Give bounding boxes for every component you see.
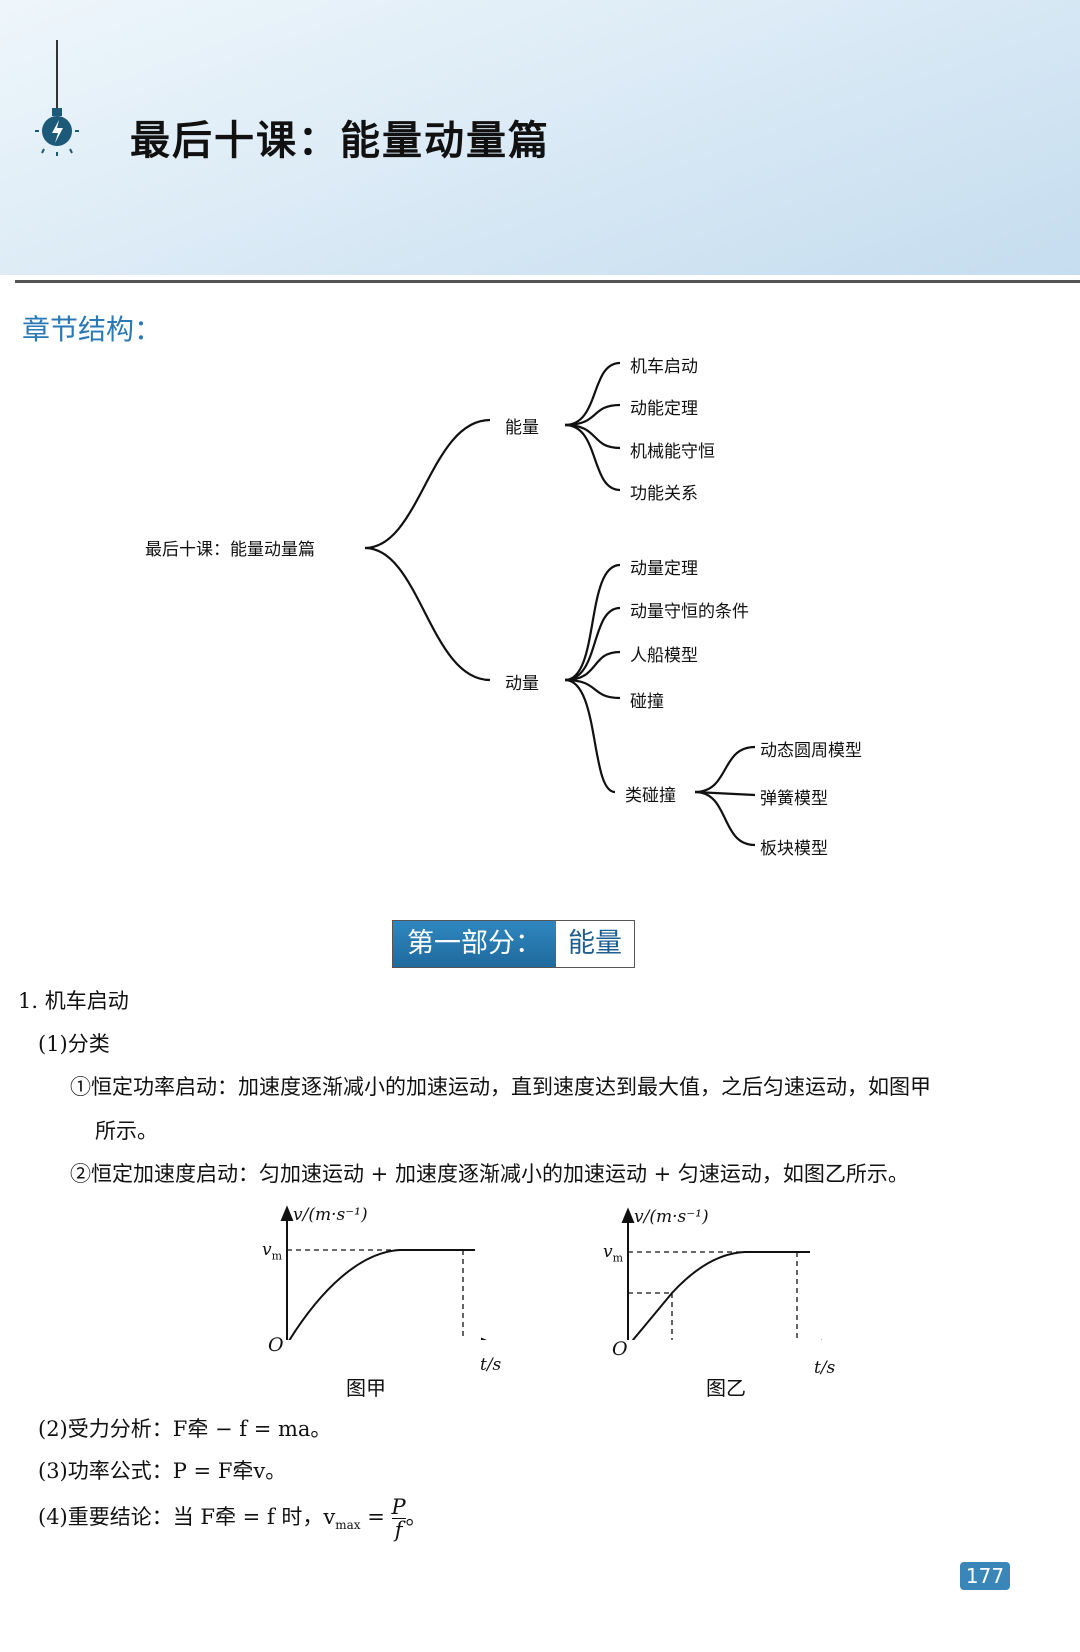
mindmap-leaf: 动量守恒的条件 (630, 602, 749, 622)
vm-subscript: m (612, 1251, 624, 1265)
mindmap-collision-like: 类碰撞 (625, 786, 676, 806)
graph-a-caption: 图甲 (346, 1376, 386, 1400)
mindmap-leaf: 弹簧模型 (760, 789, 828, 809)
numerator: P (391, 1495, 406, 1519)
conclusion-text: (4)重要结论：当 F牵 = f 时，v (38, 1505, 336, 1529)
mindmap-leaf: 机械能守恒 (630, 442, 715, 462)
mindmap-lines (364, 361, 756, 847)
page-number: 177 (960, 1562, 1010, 1590)
mindmap-energy: 能量 (505, 418, 539, 438)
vm-symbol: v (603, 1242, 613, 1262)
force-analysis: (2)受力分析：F牵 − f = ma。 (38, 1417, 332, 1441)
graph-b-caption: 图乙 (706, 1376, 746, 1400)
mindmap-leaf: 功能关系 (630, 484, 698, 504)
subheading-classification: (1)分类 (38, 1032, 110, 1056)
graph-b-origin: O (612, 1338, 628, 1360)
mindmap-leaf: 板块模型 (760, 839, 828, 859)
vmax-subscript: max (335, 1518, 361, 1533)
graph-a-vm-label: vm (262, 1240, 282, 1262)
item-constant-acceleration: ②恒定加速度启动：匀加速运动 + 加速度逐渐减小的加速运动 + 匀速运动，如图乙… (70, 1162, 909, 1186)
graph-b (621, 1207, 823, 1340)
part-banner: 第一部分： 能量 (392, 920, 635, 968)
graph-a-x-label: t/s (480, 1355, 502, 1375)
mindmap-leaf: 人船模型 (630, 646, 698, 666)
graph-b-y-label: v/(m·s⁻¹) (634, 1207, 709, 1227)
mindmap-root: 最后十课：能量动量篇 (145, 540, 315, 560)
graph-a-origin: O (268, 1334, 284, 1356)
banner-topic-label: 能量 (556, 921, 634, 967)
item-constant-power-cont: 所示。 (95, 1119, 158, 1143)
period: 。 (405, 1505, 427, 1529)
mindmap-leaf: 动态圆周模型 (760, 741, 862, 761)
graph-b-vm-label: vm (603, 1242, 623, 1264)
heading-1: 1. 机车启动 (18, 989, 129, 1013)
item-constant-power: ①恒定功率启动：加速度逐渐减小的加速运动，直到速度达到最大值，之后匀速运动，如图… (70, 1075, 931, 1099)
power-formula: (3)功率公式：P = F牵v。 (38, 1459, 287, 1483)
mindmap-leaf: 机车启动 (630, 357, 698, 377)
vm-symbol: v (262, 1240, 272, 1260)
mindmap-leaf: 动能定理 (630, 399, 698, 419)
mindmap-leaf: 碰撞 (630, 692, 664, 712)
graph-b-x-label: t/s (814, 1358, 836, 1378)
chapter-header (0, 0, 1080, 275)
page-title: 最后十课：能量动量篇 (130, 118, 550, 164)
banner-part-label: 第一部分： (393, 921, 556, 967)
header-divider (15, 280, 1080, 283)
vt-graphs (280, 1205, 823, 1340)
mindmap-momentum: 动量 (505, 674, 539, 694)
mindmap-leaf: 动量定理 (630, 559, 698, 579)
graph-a-y-label: v/(m·s⁻¹) (293, 1205, 368, 1225)
vm-subscript: m (271, 1249, 283, 1263)
graph-a (280, 1205, 487, 1340)
equals-sign: = (360, 1505, 392, 1529)
denominator: f (394, 1518, 403, 1542)
lightbulb-icon (35, 40, 79, 156)
section-label: 章节结构： (22, 313, 163, 346)
